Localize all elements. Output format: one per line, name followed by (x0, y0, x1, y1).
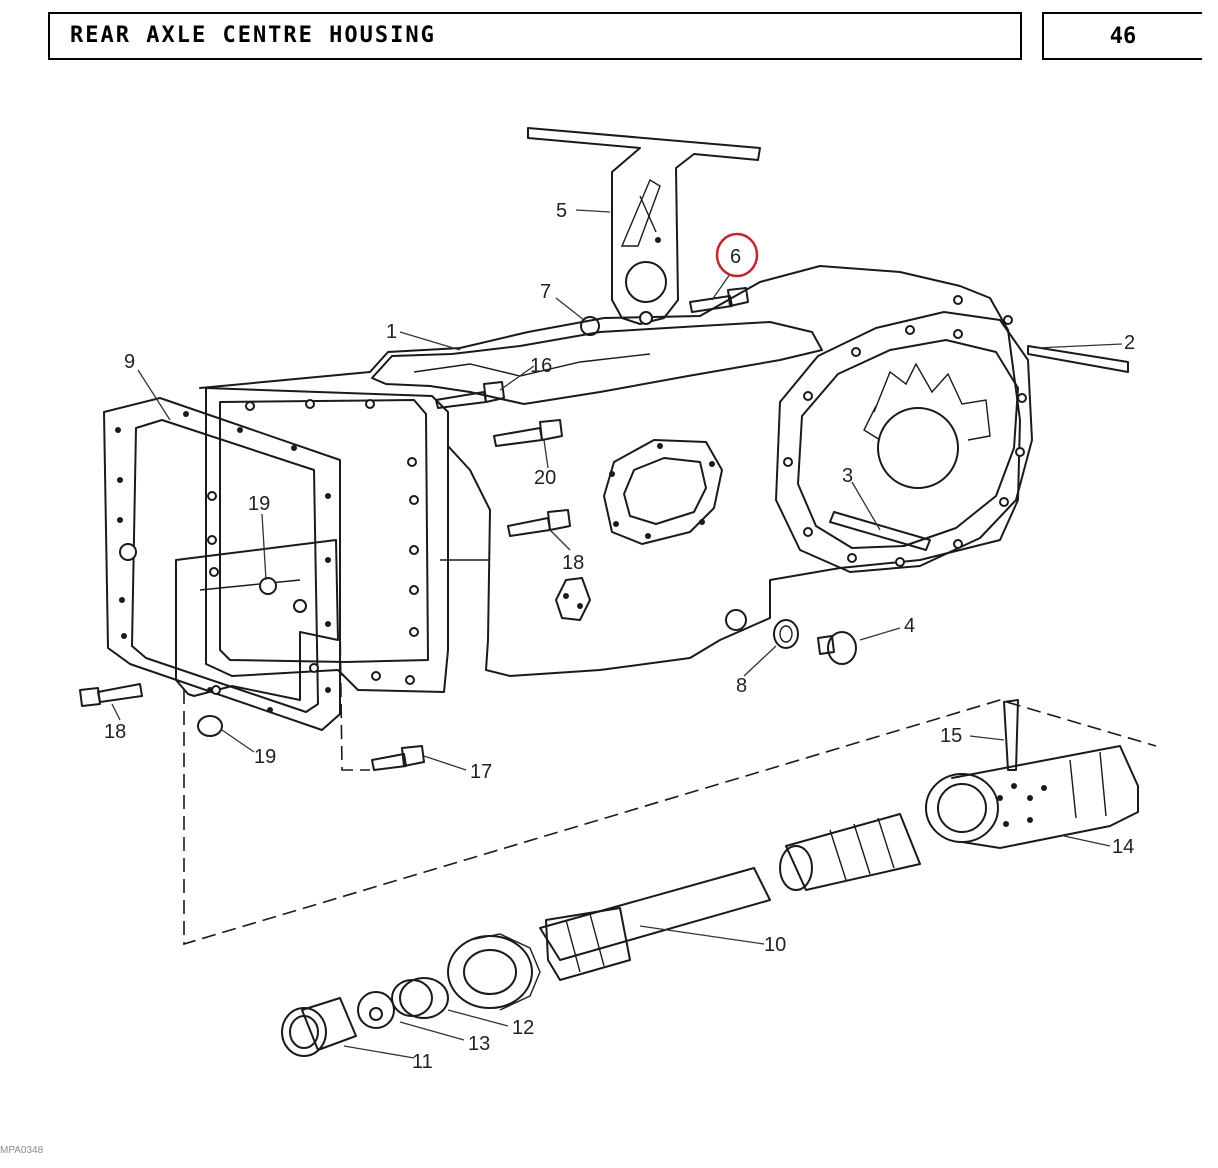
highlight-ring-6 (715, 232, 759, 278)
page-number: 46 (1042, 12, 1202, 60)
leader-lines (111, 209, 1123, 1059)
rear-flange (775, 295, 1033, 573)
callout-20[interactable]: 20 (534, 467, 556, 489)
bolt-16[interactable] (435, 381, 505, 409)
plug-19-lower[interactable] (197, 715, 223, 737)
bolt-20[interactable] (493, 419, 563, 447)
bolt-17[interactable] (371, 745, 425, 771)
callout-18-upper[interactable]: 18 (562, 552, 584, 574)
bolt-18-lower[interactable] (79, 683, 143, 707)
callout-18-lower[interactable]: 18 (104, 721, 126, 743)
front-cover-plate (175, 539, 339, 701)
callout-5[interactable]: 5 (556, 200, 567, 222)
callout-9[interactable]: 9 (124, 351, 135, 373)
sleeve-14[interactable] (925, 745, 1139, 849)
bolt-18-upper[interactable] (507, 509, 571, 537)
bracket-part[interactable] (527, 127, 761, 325)
callout-19-lower[interactable]: 19 (254, 746, 276, 768)
callout-2[interactable]: 2 (1124, 332, 1135, 354)
callout-3[interactable]: 3 (842, 465, 853, 487)
callout-10[interactable]: 10 (764, 934, 786, 956)
plug-4[interactable] (817, 631, 857, 665)
callout-19-upper[interactable]: 19 (248, 493, 270, 515)
bolt-6[interactable] (689, 287, 749, 313)
stud-3[interactable] (829, 511, 931, 551)
gasket-part[interactable] (103, 397, 341, 731)
callout-8[interactable]: 8 (736, 675, 747, 697)
callout-15[interactable]: 15 (940, 725, 962, 747)
coupling-shaft[interactable] (779, 813, 921, 891)
stud-2[interactable] (1027, 345, 1129, 373)
page-title: REAR AXLE CENTRE HOUSING (48, 12, 1022, 60)
callout-1[interactable]: 1 (386, 321, 397, 343)
callout-7[interactable]: 7 (540, 281, 551, 303)
bearing-11[interactable] (281, 997, 357, 1057)
callout-12[interactable]: 12 (512, 1017, 534, 1039)
callout-13[interactable]: 13 (468, 1033, 490, 1055)
washer-8[interactable] (773, 619, 799, 649)
callout-16[interactable]: 16 (530, 355, 552, 377)
spring-13[interactable] (357, 977, 449, 1029)
callout-17[interactable]: 17 (470, 761, 492, 783)
gear-12[interactable] (447, 933, 541, 1011)
callout-6[interactable]: 6 (730, 246, 741, 268)
drawing-reference: MPA0348 (0, 1145, 44, 1156)
callout-14[interactable]: 14 (1112, 836, 1134, 858)
shaft-10[interactable] (539, 867, 771, 981)
nut-7[interactable] (580, 311, 653, 336)
callout-4[interactable]: 4 (904, 615, 915, 637)
pin-15[interactable] (1003, 699, 1019, 771)
centre-housing-part[interactable] (199, 265, 1021, 693)
assembly-lines (183, 619, 1157, 946)
callout-11[interactable]: 11 (412, 1051, 433, 1073)
